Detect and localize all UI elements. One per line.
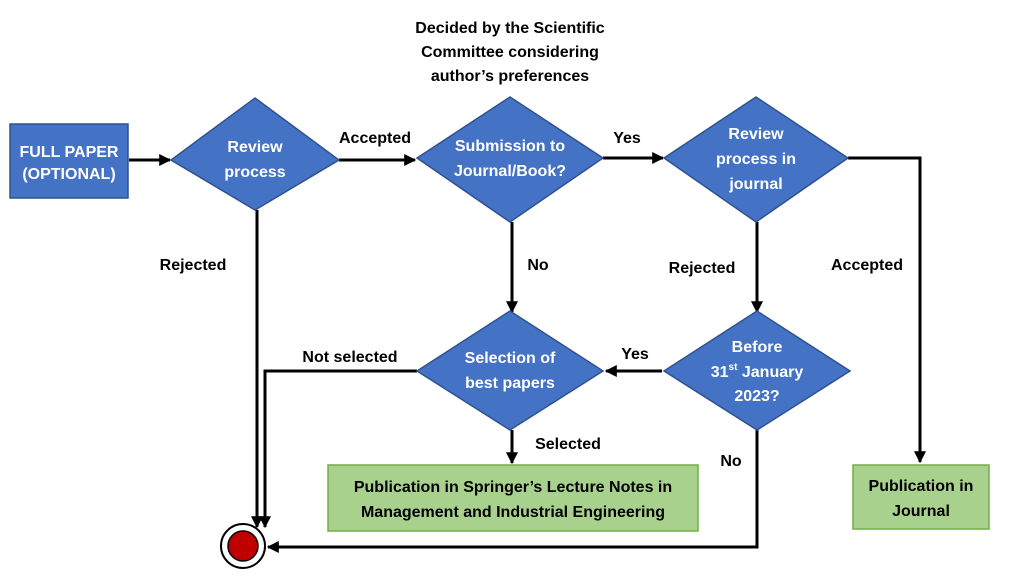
label-yes-2: Yes: [621, 346, 649, 363]
full-paper-box: FULL PAPER (OPTIONAL): [9, 123, 129, 199]
review-journal-line1: Review: [728, 126, 784, 143]
label-yes-1: Yes: [613, 130, 641, 147]
before-date-month: January: [737, 364, 803, 381]
label-accepted-1: Accepted: [339, 130, 411, 147]
label-rejected-1: Rejected: [160, 257, 227, 274]
submission-line2: Journal/Book?: [454, 163, 566, 180]
arrow-not-selected: [259, 369, 417, 529]
end-node: [220, 523, 266, 569]
label-selected: Selected: [535, 436, 601, 453]
review-journal-diamond: Review process in journal: [662, 96, 850, 223]
review-process-line2: process: [224, 164, 285, 181]
submission-diamond: Submission to Journal/Book?: [415, 96, 605, 223]
full-paper-line1: FULL PAPER: [20, 144, 119, 161]
arrow-before-no: [266, 430, 759, 553]
selection-line2: best papers: [465, 375, 555, 392]
selection-diamond: Selection of best papers: [415, 310, 605, 431]
review-process-diamond: Review process: [169, 97, 341, 211]
pub-journal-box: Publication in Journal: [852, 464, 990, 530]
springer-box: Publication in Springer’s Lecture Notes …: [327, 464, 699, 532]
header-note-line3: author’s preferences: [431, 68, 589, 85]
before-date-line3: 2023?: [734, 388, 779, 405]
review-journal-line3: journal: [728, 176, 782, 193]
review-process-line1: Review: [227, 139, 283, 156]
arrow-journal-accepted: [848, 156, 926, 464]
full-paper-line2: (OPTIONAL): [22, 166, 115, 183]
springer-line2: Management and Industrial Engineering: [361, 504, 665, 521]
label-accepted-2: Accepted: [831, 257, 903, 274]
pub-journal-line1: Publication in: [869, 478, 974, 495]
before-date-day: 31: [711, 364, 729, 381]
pub-journal-line2: Journal: [892, 503, 950, 520]
header-note: Decided by the Scientific Committee cons…: [415, 20, 604, 85]
before-date-diamond: Before 31st January 2023?: [662, 310, 852, 431]
submission-line1: Submission to: [455, 138, 565, 155]
label-no-2: No: [720, 453, 742, 470]
header-note-line1: Decided by the Scientific: [415, 20, 604, 37]
label-rejected-2: Rejected: [669, 260, 736, 277]
before-date-line1: Before: [732, 339, 783, 356]
review-journal-line2: process in: [716, 151, 796, 168]
before-date-sup: st: [729, 362, 739, 373]
connectors: [129, 152, 926, 553]
label-no-1: No: [527, 257, 549, 274]
springer-line1: Publication in Springer’s Lecture Notes …: [354, 479, 672, 496]
before-date-line2: 31st January: [711, 362, 804, 381]
header-note-line2: Committee considering: [421, 44, 599, 61]
label-not-selected: Not selected: [302, 349, 397, 366]
selection-line1: Selection of: [465, 350, 556, 367]
edge-labels: Accepted Yes Rejected No Rejected Accept…: [160, 130, 903, 470]
